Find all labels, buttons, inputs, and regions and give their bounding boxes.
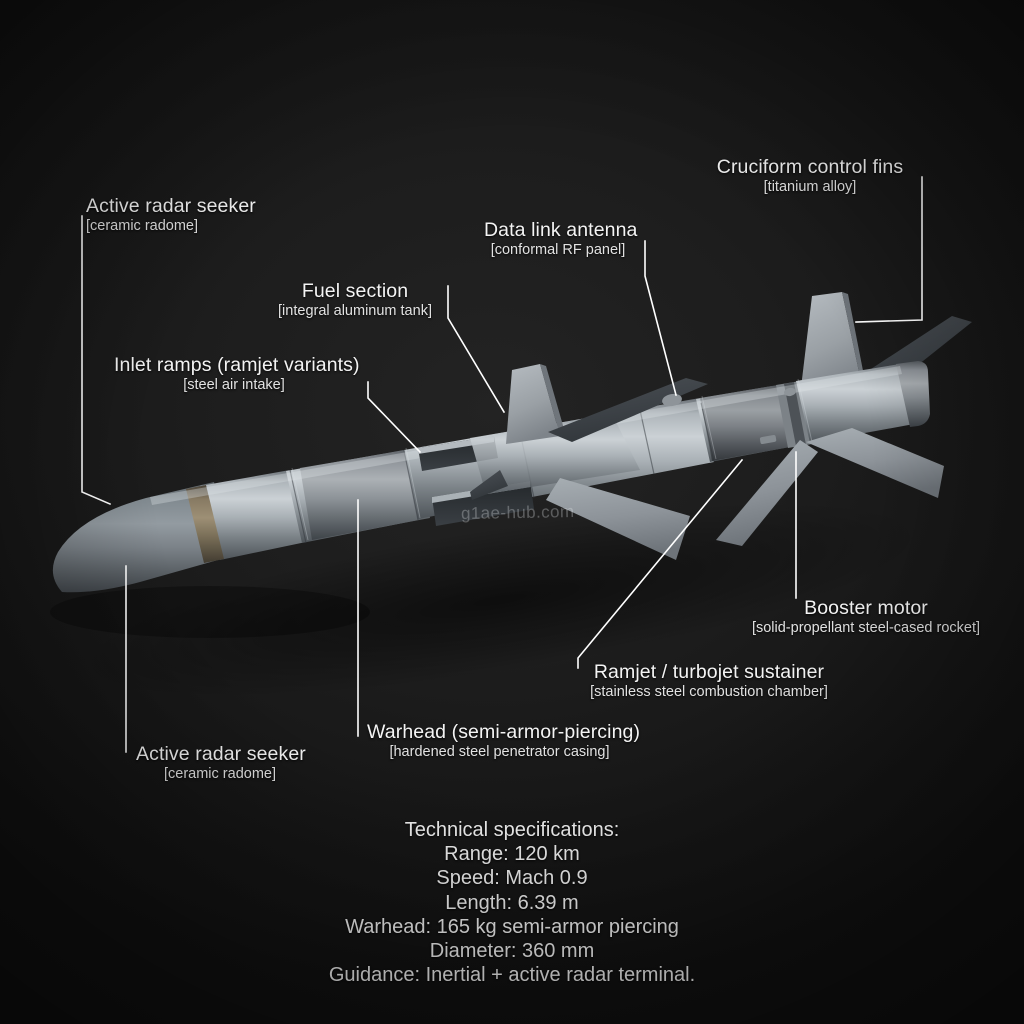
nose-contact-shadow — [50, 586, 370, 638]
callout-subtitle: [titanium alloy] — [763, 178, 857, 195]
callout-inlet-ramps: Inlet ramps (ramjet variants) [steel air… — [114, 354, 360, 394]
callout-title: Warhead (semi-armor-piercing) — [367, 721, 641, 743]
callout-data-link-antenna: Data link antenna [conformal RF panel] — [484, 219, 638, 259]
callout-subtitle: [solid-propellant steel-cased rocket] — [751, 619, 981, 636]
callout-title: Ramjet / turbojet sustainer — [593, 661, 825, 683]
callout-subtitle: [ceramic radome] — [86, 217, 199, 234]
callout-subtitle: [integral aluminum tank] — [278, 302, 432, 319]
callout-title: Active radar seeker — [136, 743, 306, 765]
callout-title: Active radar seeker — [86, 195, 256, 217]
callout-subtitle: [conformal RF panel] — [490, 241, 626, 258]
spec-line-diameter: Diameter: 360 mm — [429, 940, 595, 963]
callout-booster-motor: Booster motor [solid-propellant steel-ca… — [741, 597, 991, 637]
callout-title: Fuel section — [301, 280, 409, 302]
callout-title: Cruciform control fins — [716, 156, 904, 178]
spec-line-warhead: Warhead: 165 kg semi-armor piercing — [345, 915, 679, 938]
technical-specifications: Technical specifications: Range: 120 km … — [0, 818, 1024, 987]
callout-subtitle: [steel air intake] — [183, 376, 285, 393]
callout-fuel-section: Fuel section [integral aluminum tank] — [268, 280, 442, 320]
spec-line-length: Length: 6.39 m — [445, 891, 579, 914]
callout-subtitle: [hardened steel penetrator casing] — [389, 743, 610, 760]
callout-title: Booster motor — [804, 597, 928, 619]
callout-subtitle: [ceramic radome] — [163, 765, 276, 782]
callout-ramjet-sustainer: Ramjet / turbojet sustainer [stainless s… — [577, 661, 841, 701]
callout-active-radar-seeker-bottom: Active radar seeker [ceramic radome] — [136, 743, 306, 783]
callout-active-radar-seeker-top: Active radar seeker [ceramic radome] — [86, 195, 256, 235]
callout-title: Inlet ramps (ramjet variants) — [114, 354, 360, 376]
callout-warhead: Warhead (semi-armor-piercing) [hardened … — [367, 721, 641, 761]
spec-line-speed: Speed: Mach 0.9 — [436, 867, 588, 890]
specs-heading: Technical specifications: — [404, 819, 620, 841]
callout-subtitle: [stainless steel combustion chamber] — [590, 683, 828, 700]
callout-title: Data link antenna — [484, 219, 638, 241]
callout-cruciform-control-fins: Cruciform control fins [titanium alloy] — [716, 156, 904, 196]
spec-line-range: Range: 120 km — [444, 843, 580, 866]
spec-line-guidance: Guidance: Inertial + active radar termin… — [328, 964, 696, 987]
